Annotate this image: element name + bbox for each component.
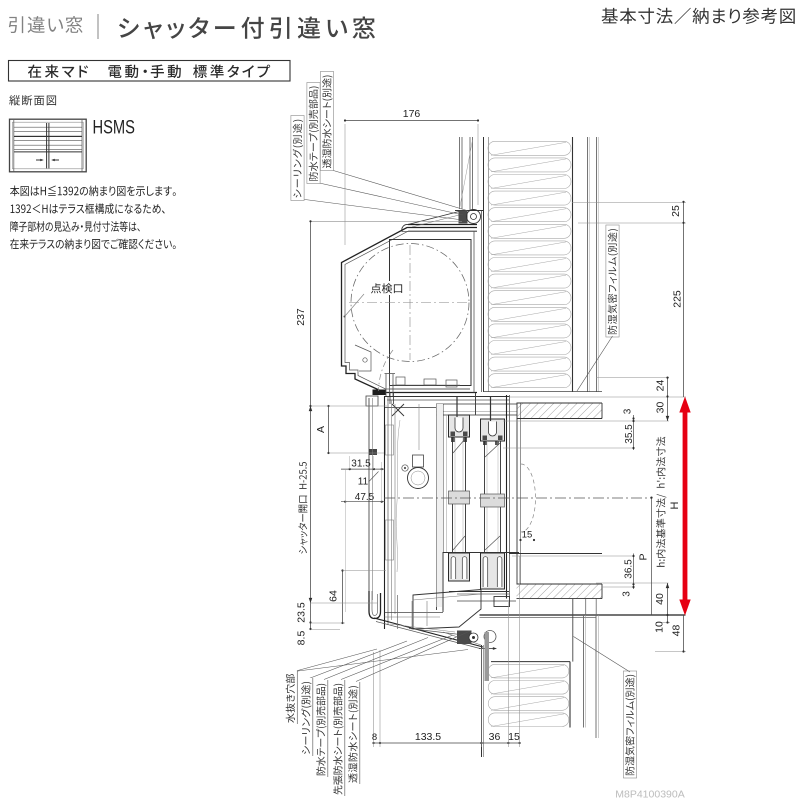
svg-text:15: 15 — [522, 530, 533, 541]
svg-text:40: 40 — [654, 593, 666, 605]
svg-text:36: 36 — [489, 731, 501, 743]
svg-text:HSMS: HSMS — [93, 117, 136, 139]
svg-text:10: 10 — [654, 621, 666, 633]
svg-text:25: 25 — [670, 205, 682, 217]
svg-text:8.5: 8.5 — [296, 631, 308, 646]
svg-text:47.5: 47.5 — [355, 492, 375, 503]
svg-text:35.5: 35.5 — [624, 424, 635, 444]
svg-text:176: 176 — [403, 108, 421, 120]
svg-text:133.5: 133.5 — [415, 731, 441, 743]
svg-text:237: 237 — [295, 308, 307, 326]
svg-text:23.5: 23.5 — [296, 602, 308, 623]
svg-text:A: A — [315, 426, 327, 433]
svg-text:11: 11 — [358, 477, 369, 488]
svg-text:225: 225 — [672, 290, 684, 308]
svg-text:24: 24 — [655, 380, 667, 392]
svg-text:P: P — [638, 553, 650, 560]
svg-text:3: 3 — [623, 408, 634, 414]
svg-text:H: H — [669, 501, 681, 509]
svg-text:31.5: 31.5 — [351, 458, 371, 469]
svg-text:30: 30 — [655, 402, 667, 414]
svg-text:15: 15 — [508, 731, 520, 743]
svg-text:64: 64 — [328, 590, 340, 602]
svg-text:8: 8 — [372, 732, 377, 743]
svg-text:3: 3 — [622, 591, 633, 597]
svg-text:M8P4100390A: M8P4100390A — [615, 789, 684, 800]
svg-text:36.5: 36.5 — [624, 559, 635, 579]
svg-text:48: 48 — [671, 625, 683, 637]
